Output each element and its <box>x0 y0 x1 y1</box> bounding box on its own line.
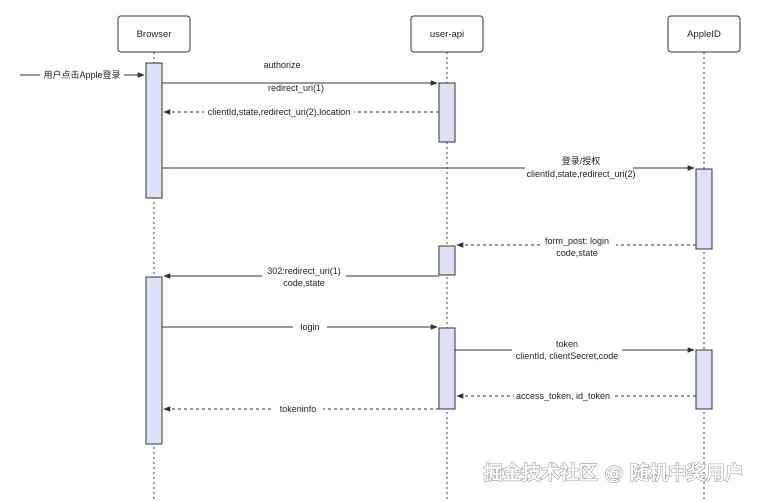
message-tokeninfo: tokeninfo <box>163 403 439 415</box>
message-authorize: authorize redirect_uri(1) <box>162 60 438 93</box>
message-token: token clientId, clientSecret,code <box>455 337 695 362</box>
message-redirect-302-line1: 302:redirect_uri(1) <box>267 266 341 276</box>
message-login-authorize: 登录/授权 clientId,state,redirect_uri(2) <box>162 154 695 182</box>
participant-browser: Browser <box>117 15 191 53</box>
participant-userapi-label: user-api <box>430 29 464 40</box>
participant-appleid-label: AppleID <box>687 29 721 40</box>
message-login-authorize-line1: 登录/授权 <box>562 155 601 166</box>
message-form-post-line1: form_post: login <box>545 236 609 246</box>
activation-userapi-1 <box>438 82 456 143</box>
message-form-post-line2: code,state <box>556 248 598 258</box>
message-redirect-302: 302:redirect_uri(1) code,state <box>163 265 439 289</box>
message-authorize-line1: authorize <box>263 60 300 70</box>
message-user-click-login: 用户点击Apple登录 <box>20 69 145 80</box>
participant-browser-label: Browser <box>137 29 172 40</box>
message-tokeninfo-label: tokeninfo <box>280 404 317 414</box>
participant-appleid: AppleID <box>667 15 741 53</box>
message-form-post: form_post: login code,state <box>456 235 696 259</box>
message-authorize-line2: redirect_uri(1) <box>268 83 324 93</box>
activation-userapi-3 <box>438 327 456 410</box>
message-login-label: login <box>300 322 319 332</box>
activation-browser-1 <box>145 62 163 199</box>
message-access-token: access_token, id_token <box>456 390 696 402</box>
message-token-line1: token <box>556 339 578 349</box>
message-login-authorize-line2: clientId,state,redirect_uri(2) <box>526 169 635 179</box>
message-client-id-location: clientId,state,redirect_uri(2),location <box>163 106 439 118</box>
activation-appleid-1 <box>695 168 713 250</box>
message-token-line2: clientId, clientSecret,code <box>516 351 619 361</box>
message-client-id-location-label: clientId,state,redirect_uri(2),location <box>208 107 351 117</box>
activation-appleid-2 <box>695 349 713 410</box>
activation-userapi-2 <box>438 245 456 276</box>
watermark: 掘金技术社区 @ 随机中奖用户 <box>484 461 744 484</box>
message-access-token-label: access_token, id_token <box>516 391 610 401</box>
participant-userapi: user-api <box>410 15 484 53</box>
message-user-click-login-label: 用户点击Apple登录 <box>43 69 120 80</box>
message-redirect-302-line2: code,state <box>283 278 325 288</box>
activation-browser-2 <box>145 276 163 445</box>
message-login: login <box>162 321 438 333</box>
